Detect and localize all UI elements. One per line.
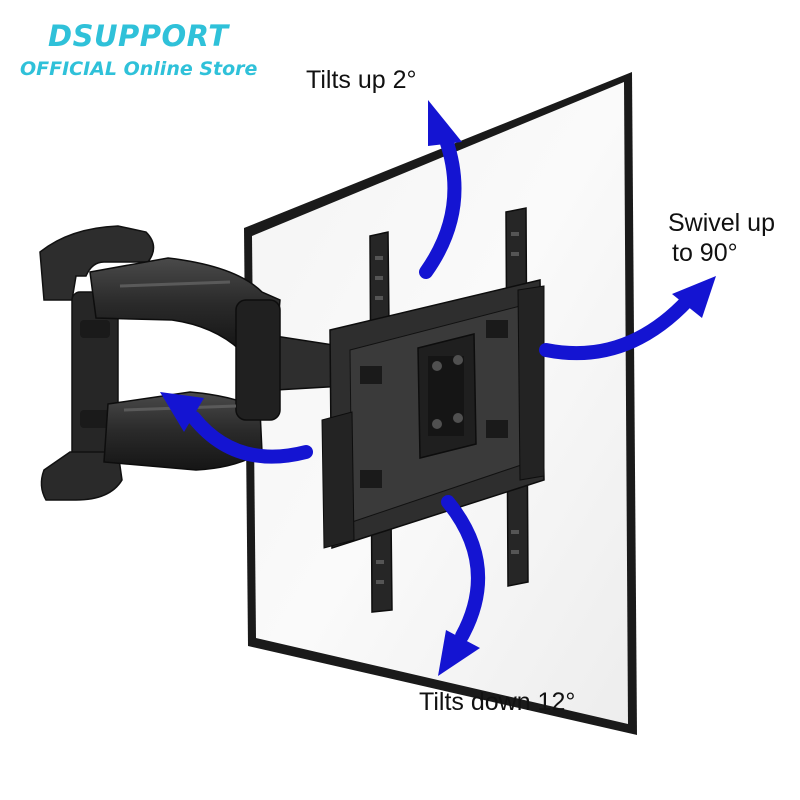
brand-logo-text: DSUPPORT bbox=[48, 19, 229, 53]
tilt-up-arrow bbox=[419, 100, 462, 279]
tilt-down-arrow bbox=[438, 495, 485, 676]
brand-tagline: OFFICIAL Online Store bbox=[20, 58, 258, 80]
wall-plate bbox=[39, 225, 155, 501]
side-swivel-arrow bbox=[160, 392, 313, 464]
articulating-arm bbox=[89, 257, 345, 471]
swivel-label-line2: to 90° bbox=[672, 239, 738, 267]
swivel-arrow bbox=[539, 276, 716, 361]
swivel-label-line1: Swivel up bbox=[668, 209, 775, 237]
tilt-up-label: Tilts up 2° bbox=[306, 66, 417, 94]
tilt-down-label: Tilts down 12° bbox=[419, 688, 576, 716]
tv-bracket bbox=[321, 207, 545, 613]
